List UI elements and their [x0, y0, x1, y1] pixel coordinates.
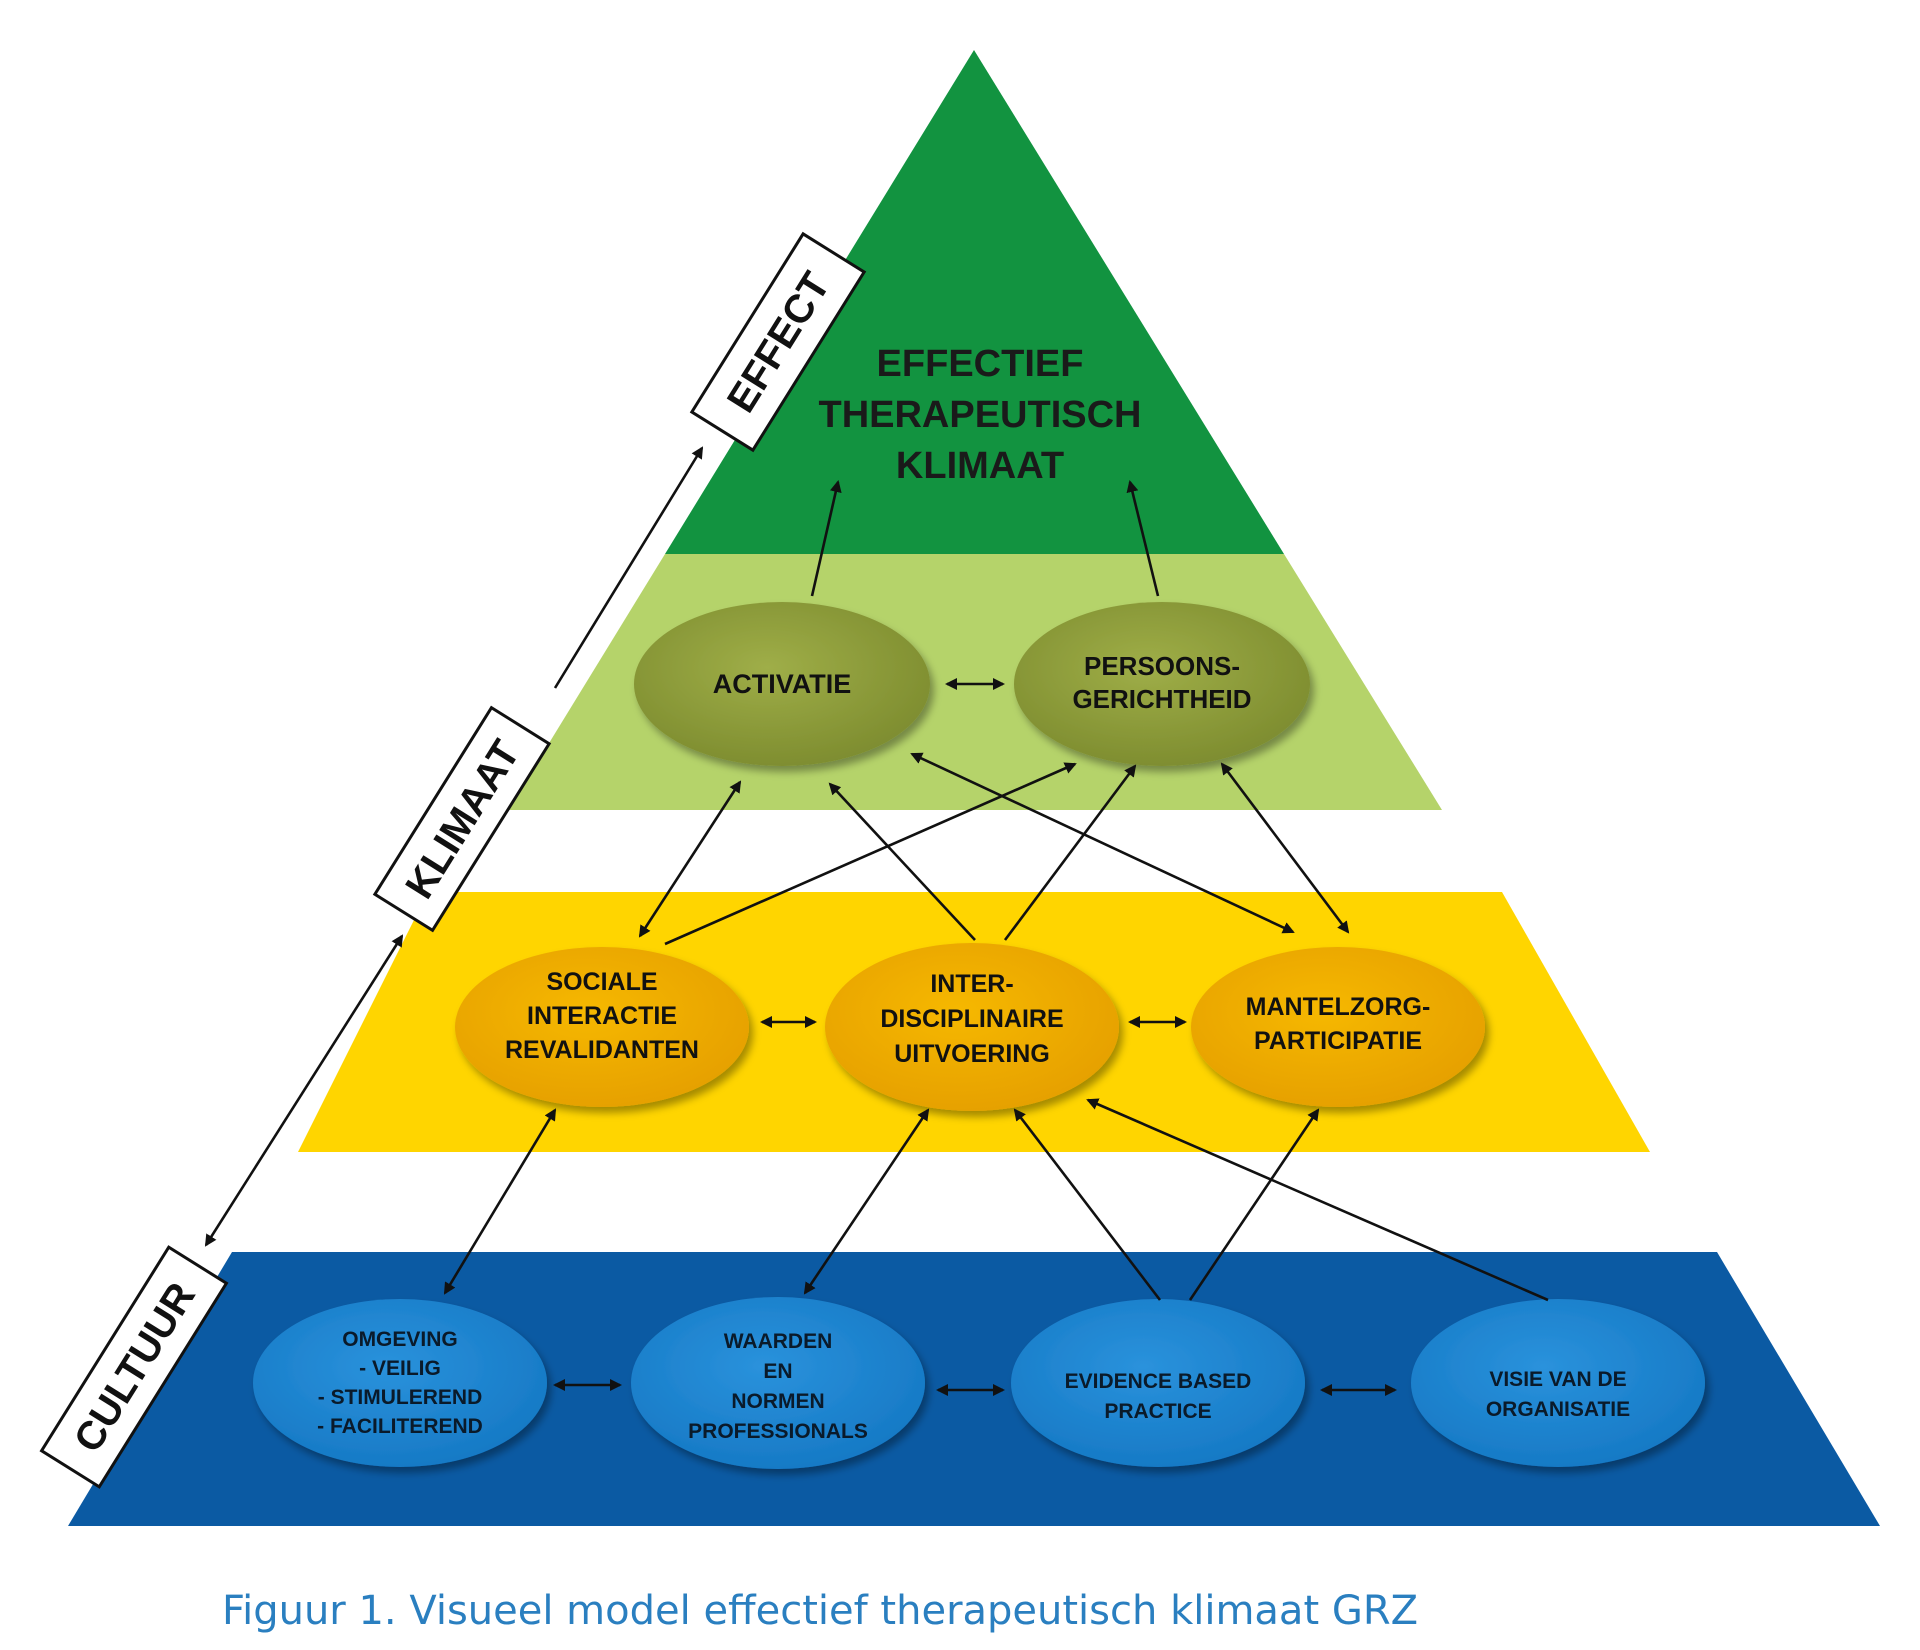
figure-caption: Figuur 1. Visueel model effectief therap… [222, 1588, 1419, 1634]
sociale-label-line2: INTERACTIE [527, 1002, 677, 1030]
persoonsgerichtheid-node [1014, 602, 1310, 766]
arrow-omgeving-sociale [443, 1108, 557, 1295]
arrow-persoons-mantelzorg [1220, 762, 1350, 934]
arrow-waarden-inter [803, 1108, 930, 1295]
top-title-line1: EFFECTIEF [877, 343, 1084, 385]
omgeving-label-line2: - VEILIG [359, 1357, 441, 1380]
visie-node [1411, 1299, 1705, 1467]
interdisciplinaire-node [825, 943, 1119, 1111]
waarden-node [631, 1297, 925, 1469]
omgeving-label-line3: - STIMULEREND [318, 1386, 483, 1409]
mantelzorg-node [1191, 947, 1485, 1107]
omgeving-label-line1: OMGEVING [342, 1328, 458, 1351]
sociale-interactie-node [455, 947, 749, 1107]
visie-label-line2: ORGANISATIE [1486, 1398, 1630, 1421]
top-title-line3: KLIMAAT [896, 445, 1064, 487]
activatie-label: ACTIVATIE [713, 669, 852, 699]
axis-arrow-klimaat-effect [553, 446, 704, 689]
evidence-label-line1: EVIDENCE BASED [1065, 1370, 1252, 1393]
activatie-node [634, 602, 930, 766]
waarden-label-line2: EN [763, 1360, 792, 1383]
arrow-activatie-effect [810, 480, 842, 597]
inter-label-line3: UITVOERING [894, 1040, 1050, 1068]
arrow-evidence-inter [1013, 1108, 1162, 1301]
arrow-persoons-effect [1126, 480, 1160, 597]
effect-layer [665, 50, 1284, 554]
sociale-label-line1: SOCIALE [546, 968, 657, 996]
arrow-sociale-activatie [638, 780, 742, 938]
evidence-label-line2: PRACTICE [1104, 1400, 1211, 1423]
evidence-node [1011, 1299, 1305, 1467]
visie-label-line1: VISIE VAN DE [1489, 1368, 1626, 1391]
arrow-evidence-mantelzorg [1188, 1108, 1320, 1301]
persoons-label-line1: PERSOONS- [1084, 651, 1240, 681]
omgeving-node [253, 1299, 547, 1467]
omgeving-label-line4: - FACILITEREND [317, 1415, 483, 1438]
mantelzorg-label-line1: MANTELZORG- [1246, 993, 1431, 1021]
inter-label-line1: INTER- [930, 970, 1013, 998]
waarden-label-line4: PROFESSIONALS [688, 1420, 868, 1443]
axis-arrow-cultuur-klimaat [204, 934, 404, 1247]
mantelzorg-label-line2: PARTICIPATIE [1254, 1027, 1422, 1055]
sociale-label-line3: REVALIDANTEN [505, 1036, 699, 1064]
inter-label-line2: DISCIPLINAIRE [880, 1005, 1063, 1033]
top-title-line2: THERAPEUTISCH [818, 394, 1141, 436]
waarden-label-line3: NORMEN [731, 1390, 824, 1413]
waarden-label-line1: WAARDEN [724, 1330, 833, 1353]
arrow-visie-inter [1086, 1098, 1549, 1302]
persoons-label-line2: GERICHTHEID [1072, 684, 1251, 714]
